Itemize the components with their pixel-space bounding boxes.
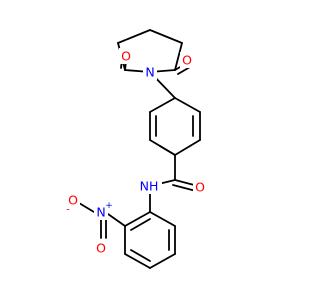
charge-plus-nitro: + — [105, 201, 113, 211]
atom-oxygen-amide: O — [195, 180, 205, 195]
charge-minus-nitro: - — [66, 205, 70, 216]
label-masks — [66, 48, 207, 256]
atom-nitrogen-imide: N — [145, 65, 154, 80]
atom-labels: O O N O NH N + O - O — [66, 49, 205, 256]
atom-nh-amide: NH — [140, 179, 159, 194]
molecule-structure-diagram: O O N O NH N + O - O — [66, 29, 207, 269]
atom-oxygen-imide-left: O — [121, 49, 131, 64]
atom-oxygen-nitro-double: O — [96, 241, 106, 256]
atom-oxygen-nitro-minus: O — [68, 193, 78, 208]
atom-oxygen-imide-right: O — [182, 53, 192, 68]
atom-nitrogen-nitro: N — [96, 205, 105, 220]
